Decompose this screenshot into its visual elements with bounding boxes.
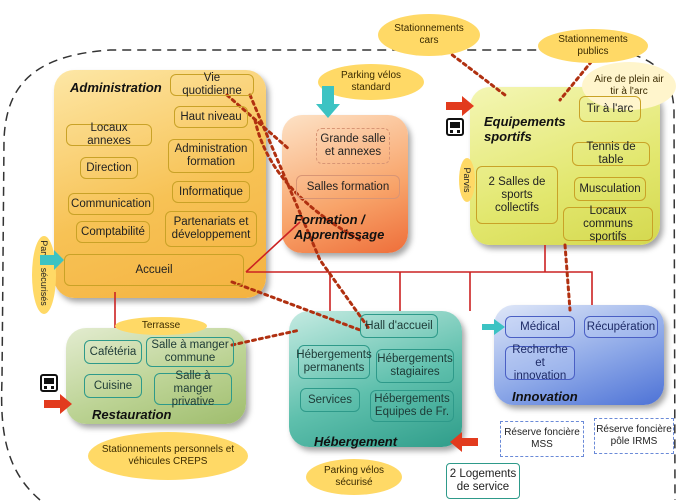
arrow-innovation-entry xyxy=(482,319,505,335)
cafeteria-box: Cafétéria xyxy=(84,340,142,364)
hall-accueil-box: Hall d'accueil xyxy=(360,314,438,338)
administration-title: Administration xyxy=(70,80,162,95)
comptabilite-box: Comptabilité xyxy=(76,221,150,243)
musculation-box: Musculation xyxy=(574,177,646,201)
tennis-box: Tennis de table xyxy=(572,141,650,166)
parvis-securises-ellipse xyxy=(32,236,56,314)
administration-zone xyxy=(54,70,266,298)
services-box: Services xyxy=(300,388,360,412)
accueil-box: Accueil xyxy=(64,254,244,286)
arrow-entrance-admin xyxy=(40,250,64,270)
formation-title: Formation / Apprentissage xyxy=(294,212,385,242)
locaux-communs-box: Locaux communs sportifs xyxy=(563,205,653,243)
parking-velos-standard-ellipse: Parking vélos standard xyxy=(318,64,424,100)
direction-box: Direction xyxy=(80,157,138,179)
partenariats-box: Partenariats et développement xyxy=(165,211,257,247)
grande-salle-box: Grande salle et annexes xyxy=(316,128,390,164)
vie-quotidienne-box: Vie quotidienne xyxy=(170,72,254,97)
stationnements-publics-ellipse: Stationnements publics xyxy=(538,29,648,63)
truck-icon xyxy=(446,118,464,136)
innovation-title: Innovation xyxy=(512,389,578,404)
parvis-ellipse xyxy=(459,158,475,202)
truck-icon xyxy=(40,374,58,392)
salles-sports-box: 2 Salles de sports collectifs xyxy=(476,166,558,224)
salles-formation-box: Salles formation xyxy=(296,175,400,199)
tir-box: Tir à l'arc xyxy=(579,96,641,122)
equipements-title: Equipements sportifs xyxy=(484,114,566,144)
haut-niveau-box: Haut niveau xyxy=(174,106,248,128)
hebergement-title: Hébergement xyxy=(314,434,398,449)
logements-service-box: 2 Logements de service xyxy=(446,463,520,499)
arrow-bike-parking xyxy=(316,86,340,118)
arrow-restauration-entry xyxy=(44,394,72,414)
administration-formation-box: Administration formation xyxy=(168,139,254,173)
hebergements-permanents-box: Hébergements permanents xyxy=(296,345,372,379)
medical-box: Médical xyxy=(505,316,575,338)
recherche-box: Recherche et innovation xyxy=(505,344,575,382)
locaux-annexes-box: Locaux annexes xyxy=(66,122,152,147)
arrow-equipements-entry xyxy=(446,96,474,116)
hebergements-equipes-box: Hébergements Equipes de Fr. xyxy=(370,390,454,422)
cuisine-box: Cuisine xyxy=(84,374,142,398)
terrasse-ellipse: Terrasse xyxy=(115,317,207,335)
parking-velos-securise-ellipse: Parking vélos sécurisé xyxy=(306,459,402,495)
aire-tir-ellipse: Aire de plein air tir à l'arc xyxy=(582,62,676,110)
reserve-mss-note: Réserve foncière MSS xyxy=(500,421,584,457)
salle-privative-box: Salle à manger privative xyxy=(154,370,232,408)
restauration-title: Restauration xyxy=(92,407,172,422)
salle-commune-box: Salle à manger commune xyxy=(146,337,234,367)
stationnements-creps-ellipse: Stationnements personnels et véhicules C… xyxy=(88,432,248,480)
hebergements-stagiaires-box: Hébergements stagiaires xyxy=(376,349,454,383)
arrow-hebergement-entry xyxy=(450,432,478,452)
informatique-box: Informatique xyxy=(172,181,250,203)
reserve-irms-note: Réserve foncière pôle IRMS xyxy=(594,418,674,454)
communication-box: Communication xyxy=(68,193,154,215)
stationnements-cars-ellipse: Stationnements cars xyxy=(378,14,480,56)
innovation-zone xyxy=(494,305,664,405)
recuperation-box: Récupération xyxy=(584,316,658,338)
